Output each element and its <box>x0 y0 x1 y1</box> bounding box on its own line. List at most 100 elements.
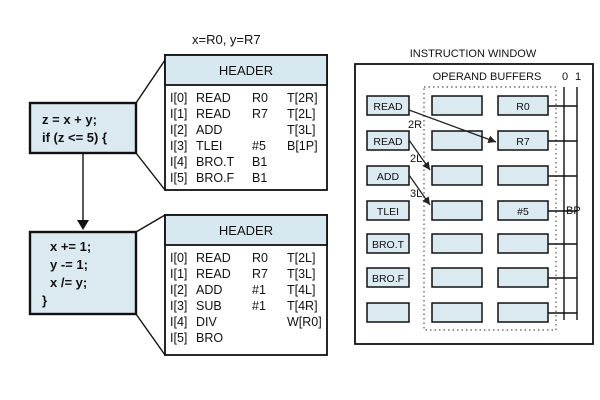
register-mapping-label: x=R0, y=R7 <box>192 32 261 47</box>
block-1-header <box>164 54 328 86</box>
code-line: z = x + y; <box>42 112 97 127</box>
instruction-field: W[R0] <box>287 315 322 329</box>
instruction-field: READ <box>196 251 231 265</box>
right-operand-buffer <box>497 302 549 323</box>
code-line: x /= y; <box>50 275 87 290</box>
instruction-field: B1 <box>252 155 267 169</box>
instruction-field: ADD <box>196 283 222 297</box>
opcode-label: READ <box>373 136 403 148</box>
instruction-field: I[3] <box>170 139 187 153</box>
left-operand-buffer <box>431 267 483 288</box>
right-operand-value: R0 <box>516 101 530 113</box>
code-block-2: x += 1; y -= 1; x /= y; } <box>28 230 138 316</box>
instruction-field: I[1] <box>170 107 187 121</box>
opcode-label: BRO.T <box>372 239 405 251</box>
zoom-line <box>135 214 166 233</box>
instruction-field: I[5] <box>170 171 187 185</box>
instruction-field: R7 <box>252 267 268 281</box>
instruction-field: R0 <box>252 251 268 265</box>
instruction-window: INSTRUCTION WINDOW OPERAND BUFFERS 0 1 B… <box>354 48 594 345</box>
zoom-line <box>135 59 166 104</box>
zoom-line <box>135 313 166 356</box>
instruction-field: T[4R] <box>287 299 318 313</box>
right-operand-value: #5 <box>517 206 529 218</box>
code-line: x += 1; <box>50 239 91 254</box>
instruction-field: READ <box>196 91 231 105</box>
block-1-instructions: I[0] READ R0 T[2R] I[1] READ R7 T[2L] I[2] ADD T[3… <box>170 91 318 185</box>
left-operand-buffer <box>431 302 483 323</box>
instruction-field: DIV <box>196 315 218 329</box>
arrow-label-2r: 2R <box>408 119 422 131</box>
operand-buffers-label: OPERAND BUFFERS <box>433 71 542 83</box>
instruction-field: R0 <box>252 91 268 105</box>
instruction-field: READ <box>196 267 231 281</box>
instruction-field: #1 <box>252 283 266 297</box>
operand-buffers-region <box>423 86 557 331</box>
arrow-label-3l: 3L <box>410 188 422 200</box>
dataflow-arrows: 2R 2L 3L <box>408 109 497 206</box>
instruction-field: I[4] <box>170 155 187 169</box>
dataflow-arrow <box>408 174 431 206</box>
instruction-field: B[1P] <box>287 139 318 153</box>
left-operand-buffer <box>431 165 483 186</box>
instruction-field: B1 <box>252 171 267 185</box>
bit-label-1: 1 <box>575 71 581 83</box>
instruction-field: I[5] <box>170 331 187 345</box>
instruction-field: T[2L] <box>287 251 316 265</box>
dataflow-arrow <box>408 109 497 143</box>
instruction-field: SUB <box>196 299 222 313</box>
opcode-label: BRO.F <box>372 273 404 285</box>
opcode-label: ADD <box>377 171 400 183</box>
left-operand-buffer <box>431 200 483 221</box>
instruction-field: T[2L] <box>287 107 316 121</box>
instruction-field: I[2] <box>170 283 187 297</box>
block-header-label: HEADER <box>219 223 273 238</box>
left-operand-buffer <box>431 233 483 254</box>
instruction-field: T[2R] <box>287 91 318 105</box>
instruction-field: I[4] <box>170 315 187 329</box>
right-operand-value: R7 <box>516 136 530 148</box>
left-operand-buffer <box>431 95 483 116</box>
instruction-block-1: HEADER I[0] READ R0 T[2R] I[1] READ R7 T[2L] I[2… <box>164 54 328 191</box>
right-operand-buffer <box>497 233 549 254</box>
code-block-2-box <box>28 230 138 316</box>
flow-arrowhead <box>77 220 89 230</box>
instruction-field: I[1] <box>170 267 187 281</box>
block-2-header <box>164 214 328 246</box>
instruction-field: BRO <box>196 331 223 345</box>
instruction-field: I[0] <box>170 91 187 105</box>
instruction-window-title: INSTRUCTION WINDOW <box>410 48 537 60</box>
opcode-slot <box>366 95 410 116</box>
instruction-field: I[2] <box>170 123 187 137</box>
instruction-field: I[0] <box>170 251 187 265</box>
code-line: } <box>42 293 47 308</box>
zoom-line <box>135 152 166 191</box>
opcode-slot <box>366 302 410 323</box>
instruction-field: READ <box>196 107 231 121</box>
bit-label-0: 0 <box>562 71 568 83</box>
code-line: y -= 1; <box>50 257 88 272</box>
instruction-field: #5 <box>252 139 266 153</box>
block-header-label: HEADER <box>219 63 273 78</box>
instruction-field: T[3L] <box>287 123 316 137</box>
opcode-slot <box>366 267 410 288</box>
code-line: if (z <= 5) { <box>42 130 107 145</box>
instruction-block-2: HEADER I[0] READ R0 T[2L] I[1] READ R7 T[3L] I[2… <box>164 214 328 356</box>
code-block-1: z = x + y; if (z <= 5) { <box>28 101 138 155</box>
opcode-slot <box>366 233 410 254</box>
instruction-field: I[3] <box>170 299 187 313</box>
arrow-label-2l: 2L <box>410 153 422 165</box>
code-block-1-box <box>28 101 138 155</box>
opcode-label: TLEI <box>377 206 399 218</box>
instruction-field: BRO.F <box>196 171 235 185</box>
instruction-field: TLEI <box>196 139 222 153</box>
left-operand-buffer <box>431 130 483 151</box>
instruction-field: T[4L] <box>287 283 316 297</box>
instruction-field: ADD <box>196 123 222 137</box>
right-operand-buffer <box>497 165 549 186</box>
instruction-field: R7 <box>252 107 268 121</box>
instruction-field: T[3L] <box>287 267 316 281</box>
